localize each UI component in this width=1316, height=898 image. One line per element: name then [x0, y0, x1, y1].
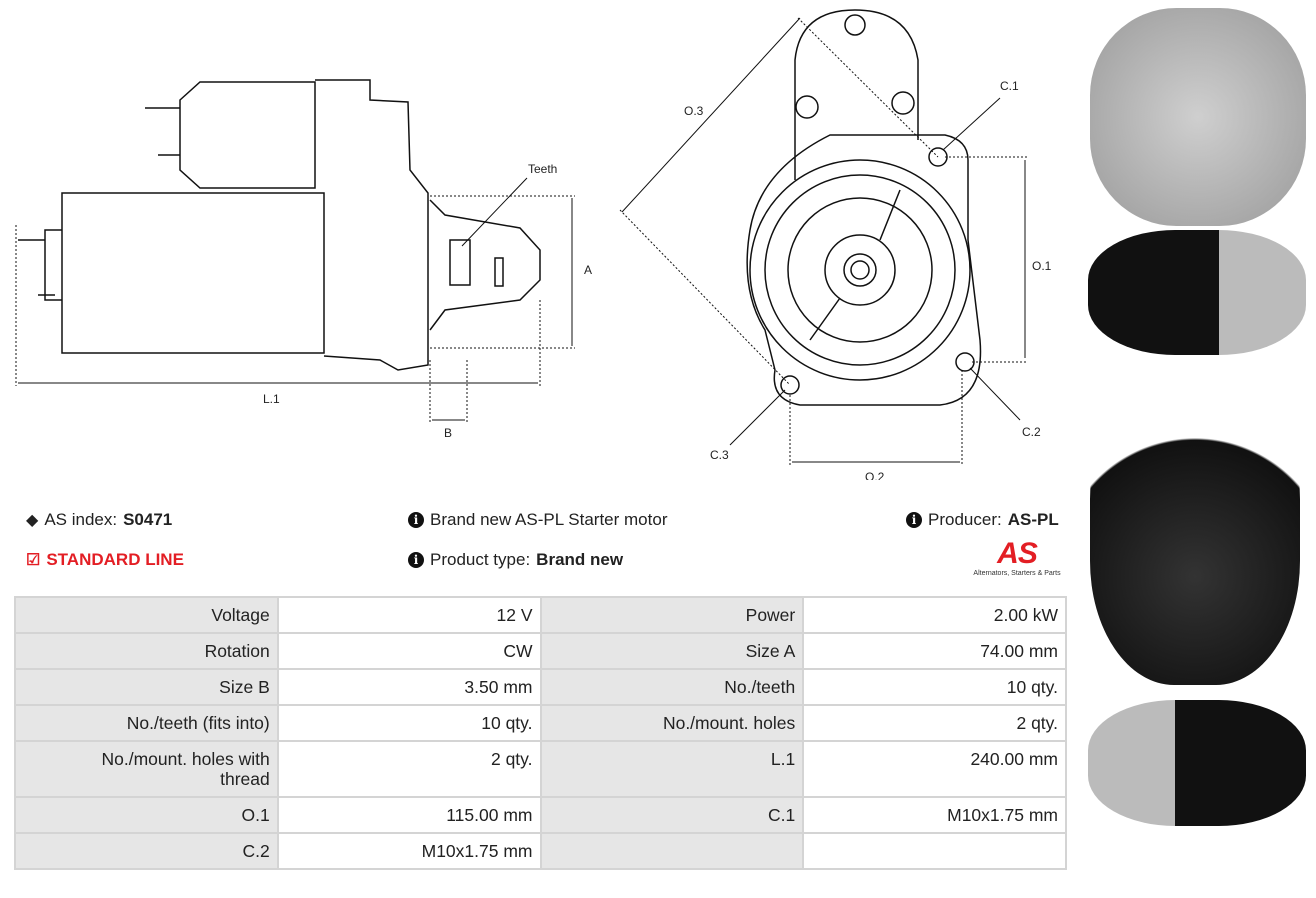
spec-value: 115.00 mm — [276, 796, 542, 834]
product-type: i Product type: Brand new — [408, 550, 623, 570]
spec-value — [802, 832, 1067, 870]
spec-value: 12 V — [276, 596, 542, 634]
product-photo-rear — [1090, 375, 1300, 685]
spec-value: 3.50 mm — [276, 668, 542, 706]
product-photo-side-label — [1088, 700, 1306, 826]
spec-label: Voltage — [14, 596, 279, 634]
label-c2: C.2 — [1022, 425, 1041, 439]
checkbox-icon: ☑ — [26, 552, 41, 569]
spec-row: No./teeth (fits into)10 qty.No./mount. h… — [14, 704, 1067, 742]
spec-value: CW — [276, 632, 542, 670]
spec-label: No./mount. holes — [539, 704, 805, 742]
label-o3: O.3 — [684, 104, 704, 118]
product-photo-side — [1088, 230, 1306, 355]
spec-value: 74.00 mm — [802, 632, 1067, 670]
spec-value: M10x1.75 mm — [802, 796, 1067, 834]
spec-label: No./mount. holes with thread — [14, 740, 279, 798]
label-l1: L.1 — [263, 392, 280, 406]
spec-label: Rotation — [14, 632, 279, 670]
spec-label — [539, 832, 805, 870]
spec-value: 2.00 kW — [802, 596, 1067, 634]
spec-value: 10 qty. — [276, 704, 542, 742]
label-c3: C.3 — [710, 448, 729, 462]
producer: i Producer: AS-PL — [906, 510, 1059, 530]
spec-value: 2 qty. — [276, 740, 542, 798]
label-teeth: Teeth — [528, 162, 557, 176]
product-line: ☑ STANDARD LINE — [26, 550, 184, 569]
label-a: A — [584, 263, 592, 277]
spec-value: 10 qty. — [802, 668, 1067, 706]
product-photo-front — [1090, 8, 1306, 226]
front-view-drawing: O.3 C.1 O.1 C.2 C.3 O.2 — [619, 9, 1052, 480]
spec-label: No./teeth — [539, 668, 805, 706]
as-index: ◆ AS index: S0471 — [26, 510, 173, 529]
spec-label: L.1 — [539, 740, 805, 798]
as-pl-logo: AS Alternators, Starters & Parts — [973, 537, 1061, 578]
info-icon: i — [906, 512, 922, 528]
spec-value: M10x1.75 mm — [276, 832, 542, 870]
spec-label: No./teeth (fits into) — [14, 704, 279, 742]
label-b: B — [444, 426, 452, 440]
spec-label: C.2 — [14, 832, 279, 870]
tags-icon: ◆ — [26, 512, 39, 529]
spec-value: 2 qty. — [802, 704, 1067, 742]
spec-label: C.1 — [539, 796, 805, 834]
info-icon: i — [408, 512, 424, 528]
spec-label: Size B — [14, 668, 279, 706]
spec-label: O.1 — [14, 796, 279, 834]
info-icon: i — [408, 552, 424, 568]
spec-value: 240.00 mm — [802, 740, 1067, 798]
label-o1: O.1 — [1032, 259, 1052, 273]
description: i Brand new AS-PL Starter motor — [408, 510, 667, 530]
as-index-value: S0471 — [123, 510, 173, 529]
spec-label: Size A — [539, 632, 805, 670]
label-o2: O.2 — [865, 470, 885, 480]
side-view-drawing: Teeth A L.1 B — [15, 79, 592, 440]
spec-label: Power — [539, 596, 805, 634]
label-c1: C.1 — [1000, 79, 1019, 93]
